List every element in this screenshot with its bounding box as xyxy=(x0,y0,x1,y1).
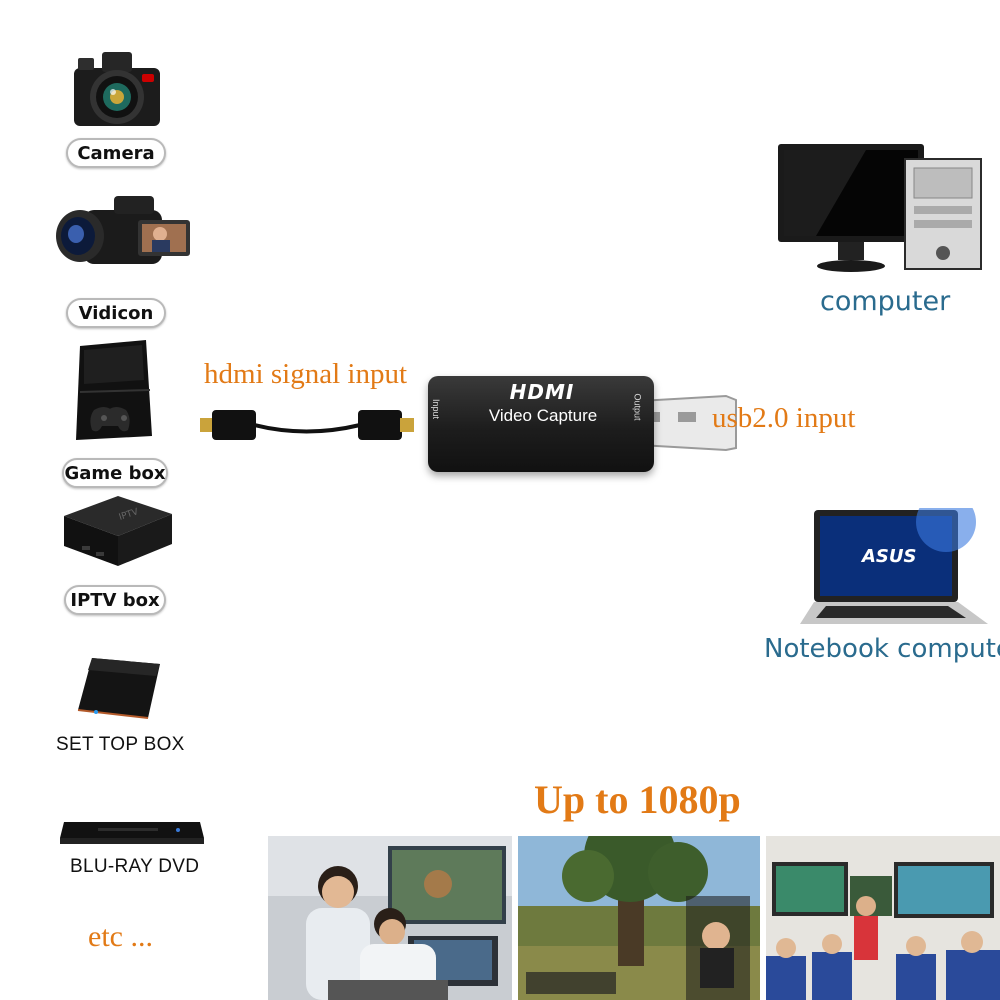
usb-input-label: usb2.0 input xyxy=(712,402,856,434)
iptv-box-icon: IPTV xyxy=(64,496,172,566)
classroom-image xyxy=(766,836,1000,1000)
gaming-photo xyxy=(268,836,512,1000)
resolution-label: Up to 1080p xyxy=(534,777,741,822)
game-stream-photo xyxy=(518,836,760,1000)
camera-label: Camera xyxy=(66,138,166,168)
bluray-player-icon xyxy=(60,822,204,844)
iptv-box-label: IPTV box xyxy=(64,585,166,615)
laptop-screen-brand: ASUS xyxy=(860,546,916,567)
notebook-label: Notebook compute xyxy=(764,634,1000,664)
hdmi-cable-icon xyxy=(200,410,414,440)
laptop-icon: ASUS xyxy=(800,508,988,624)
bluray-label: BLU-RAY DVD xyxy=(70,856,200,877)
set-top-box-icon xyxy=(77,658,160,719)
output-port-label: Output xyxy=(632,393,643,421)
camera-icon xyxy=(74,52,160,126)
game-box-label: Game box xyxy=(62,458,168,488)
game-stream-image xyxy=(518,836,760,1000)
set-top-box-label: SET TOP BOX xyxy=(56,734,185,755)
input-port-label: Input xyxy=(431,398,442,420)
classroom-photo xyxy=(766,836,1000,1000)
capture-device-body xyxy=(428,376,654,472)
camcorder-icon xyxy=(56,196,190,264)
hdmi-logo: HDMI xyxy=(509,380,575,404)
capture-device: HDMI Video Capture Input Output xyxy=(428,376,737,472)
game-console-icon xyxy=(76,340,152,440)
desktop-computer-icon xyxy=(778,144,982,272)
capture-device-name: Video Capture xyxy=(488,406,598,425)
vidicon-label: Vidicon xyxy=(66,298,166,328)
gaming-scene-image xyxy=(268,836,512,1000)
hdmi-input-label: hdmi signal input xyxy=(204,358,407,390)
computer-label: computer xyxy=(820,286,951,317)
etc-label: etc ... xyxy=(88,920,153,953)
